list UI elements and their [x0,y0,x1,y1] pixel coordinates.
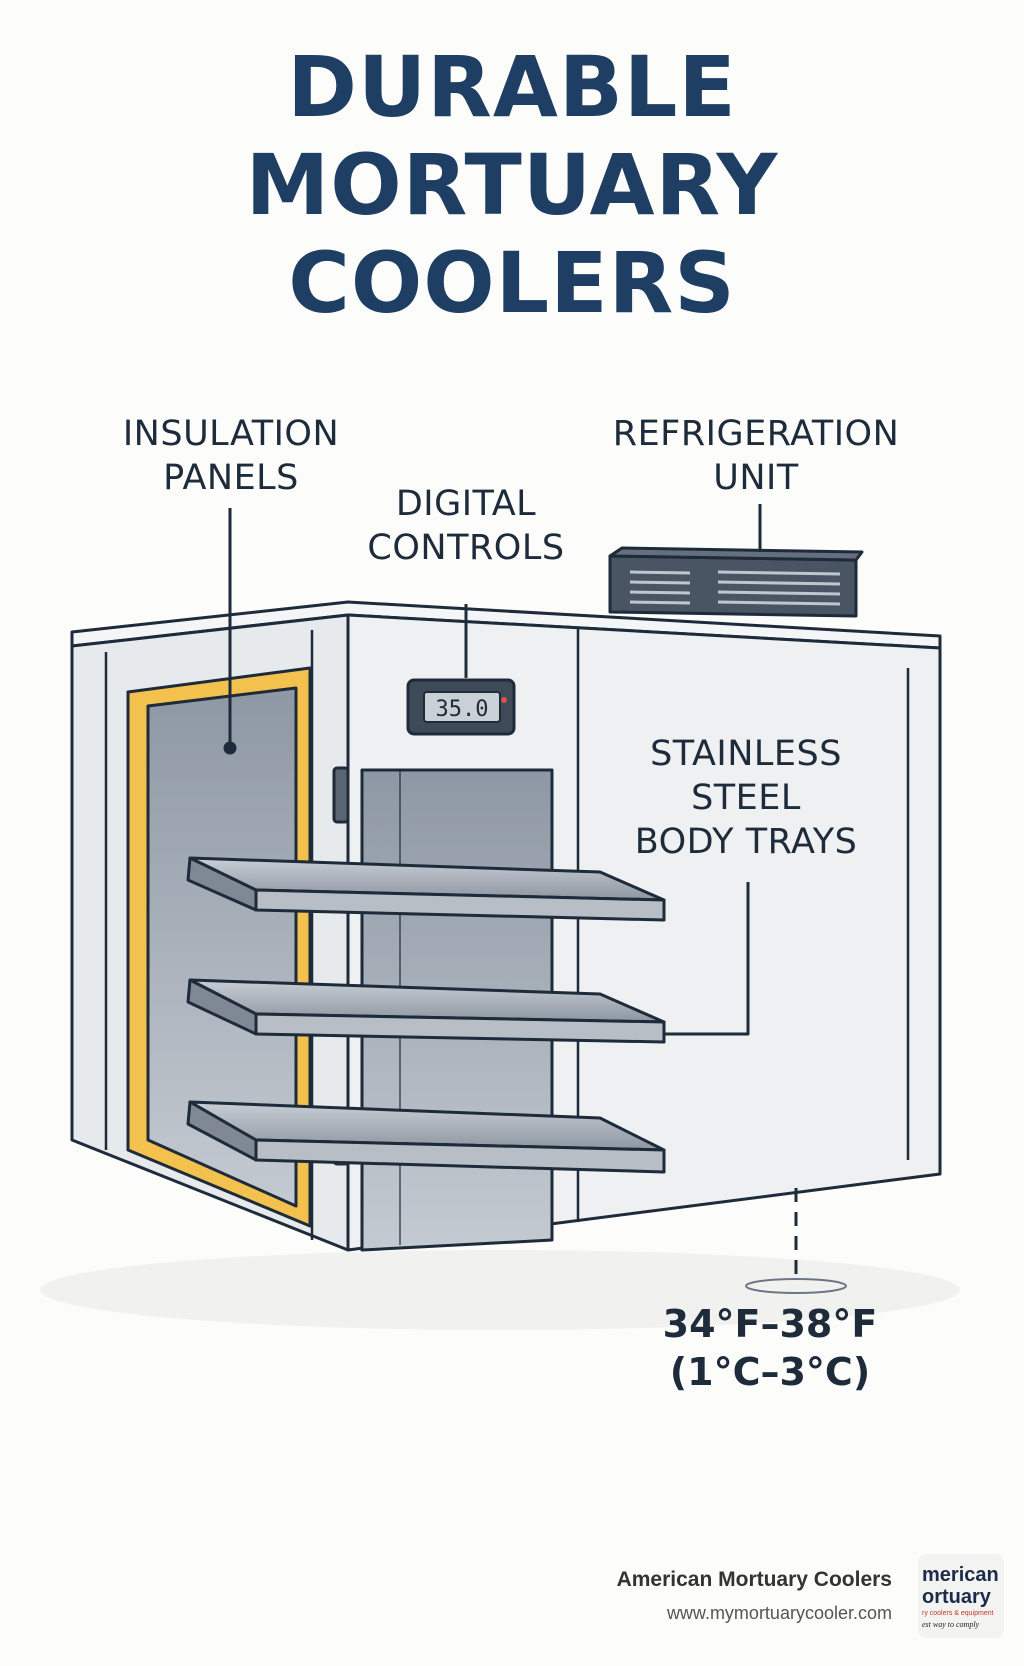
callout-insulation-line-1: INSULATION [122,414,340,454]
display-reading: 35.0 [436,697,489,722]
callout-trays-line-2: STEEL [691,778,801,818]
body-tray-1 [186,856,666,922]
logo-line-2: ortuary [922,1586,991,1608]
company-logo: merican ortuary ry coolers & equipment e… [918,1554,1004,1638]
callout-digital-line-2: CONTROLS [367,528,565,568]
body-tray-3 [186,1100,666,1174]
refrigeration-unit-icon [608,546,864,618]
page-title: DURABLE MORTUARY COOLERS [0,38,1024,332]
callout-insulation: INSULATION PANELS [92,412,370,500]
body-tray-2 [186,978,666,1044]
logo-line-3: ry coolers & equipment [922,1610,994,1617]
footer-website-url[interactable]: www.mymortuarycooler.com [666,1603,892,1623]
callout-refrigeration-line-1: REFRIGERATION [612,414,900,454]
temperature-fahrenheit: 34°F–38°F [662,1302,878,1346]
callout-insulation-line-2: PANELS [163,458,299,498]
footer-company-name: American Mortuary Coolers [616,1568,892,1591]
callout-body-trays: STAINLESS STEEL BODY TRAYS [606,732,886,864]
title-line-2: MORTUARY [245,136,779,234]
callout-refrigeration-unit: REFRIGERATION UNIT [596,412,916,500]
temperature-celsius: (1°C–3°C) [669,1350,871,1394]
callout-trays-line-3: BODY TRAYS [634,822,858,862]
title-line-3: COOLERS [288,234,736,332]
leader-trays [664,882,750,1036]
temperature-range: 34°F–38°F (1°C–3°C) [640,1300,900,1396]
callout-refrigeration-line-2: UNIT [713,458,799,498]
callout-trays-line-1: STAINLESS [650,734,842,774]
digital-display-icon [406,678,516,736]
title-line-1: DURABLE [287,38,737,136]
logo-line-4: est way to comply [922,1620,980,1629]
callout-digital-line-1: DIGITAL [395,484,537,524]
logo-line-1: merican [922,1564,999,1586]
callout-digital-controls: DIGITAL CONTROLS [356,482,576,570]
